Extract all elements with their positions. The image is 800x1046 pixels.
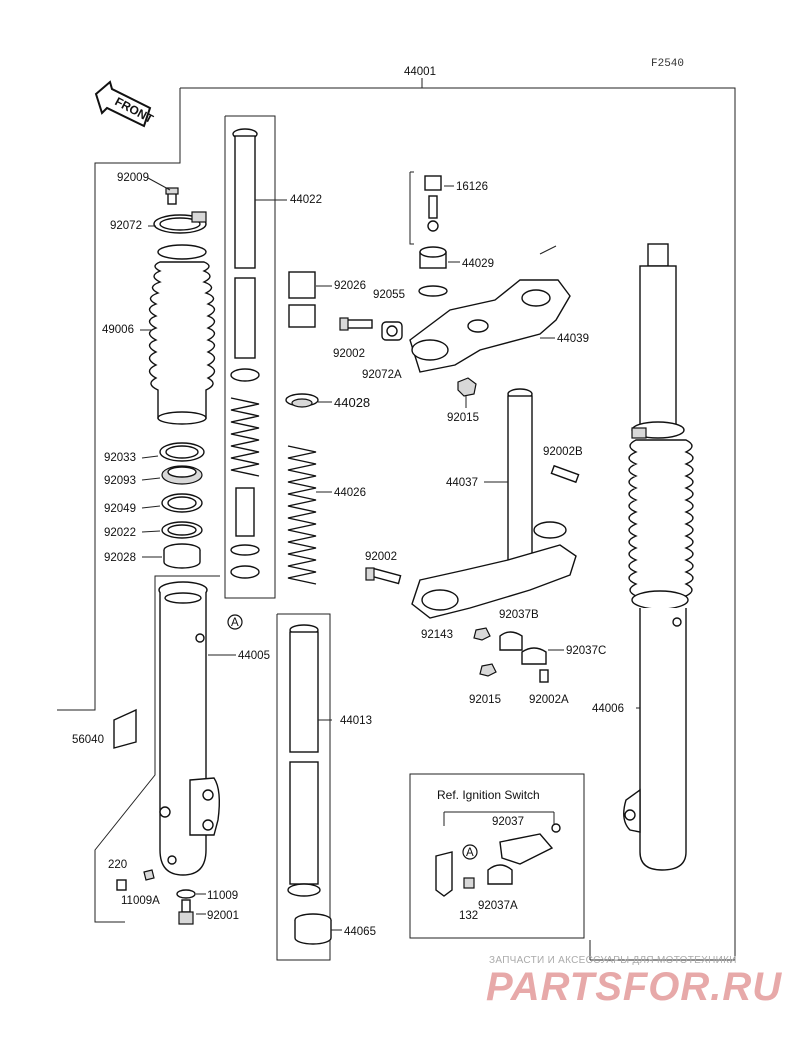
- nut-92015-bottom: [479, 663, 497, 677]
- clamp-92072a: [381, 321, 403, 341]
- bolt-92002-bottom: [365, 567, 402, 585]
- label-44065: 44065: [344, 926, 376, 938]
- label-92002b: 92002B: [543, 446, 583, 458]
- label-44037: 44037: [446, 477, 478, 489]
- label-92022: 92022: [104, 527, 136, 539]
- ref-ignition-box: [409, 773, 585, 939]
- fork-spring-left: [230, 368, 260, 579]
- label-92143: 92143: [421, 629, 453, 641]
- ref-box-title: Ref. Ignition Switch: [437, 788, 540, 802]
- bushing-92028: [163, 543, 201, 569]
- label-92002-bottom: 92002: [365, 551, 397, 563]
- nut-92143: [473, 627, 491, 641]
- bolt-92002b: [550, 464, 580, 484]
- oring-92055: [418, 285, 448, 297]
- spring-44026: [287, 445, 317, 585]
- label-92001: 92001: [207, 910, 239, 922]
- label-92033: 92033: [104, 452, 136, 464]
- label-16126: 16126: [456, 181, 488, 193]
- label-220: 220: [108, 859, 127, 871]
- label-44039: 44039: [557, 333, 589, 345]
- ring-92049: [161, 493, 203, 513]
- label-92093: 92093: [104, 475, 136, 487]
- washer-92022: [161, 521, 203, 539]
- label-92002a: 92002A: [529, 694, 569, 706]
- label-44005: 44005: [238, 650, 270, 662]
- ignition-bracket: [435, 823, 561, 897]
- clamp-92037c: [521, 647, 547, 665]
- label-44028: 44028: [334, 395, 370, 410]
- label-44026: 44026: [334, 487, 366, 499]
- label-56040: 56040: [72, 734, 104, 746]
- nut-92015-top: [457, 377, 477, 397]
- callout-a-left: A: [231, 617, 239, 629]
- label-92037: 92037: [492, 816, 524, 828]
- label-92037c: 92037C: [566, 645, 606, 657]
- clamp-92072: [153, 211, 207, 234]
- inner-tube-44013: [287, 624, 321, 897]
- label-92002-top: 92002: [333, 348, 365, 360]
- reflector-56040: [113, 708, 137, 749]
- seal-92093: [161, 465, 203, 485]
- label-92015-top: 92015: [447, 412, 479, 424]
- callout-a-ref: A: [466, 847, 474, 859]
- watermark-logo: PARTSFOR.RU: [486, 965, 782, 1009]
- label-92049: 92049: [104, 503, 136, 515]
- fork-boot-49006: [148, 244, 216, 425]
- nut-44029: [419, 246, 447, 269]
- watermark-subtitle: ЗАПЧАСТИ И АКСЕССУАРЫ ДЛЯ МОТОТЕХНИКИ: [489, 955, 737, 966]
- cap-16126: [424, 175, 442, 232]
- label-92037a: 92037A: [478, 900, 518, 912]
- seal-92033: [159, 442, 205, 462]
- figure-code: F2540: [651, 58, 684, 70]
- damper-rod-44022: [232, 128, 258, 359]
- label-49006: 49006: [102, 324, 134, 336]
- label-92072a: 92072A: [362, 369, 402, 381]
- bushing-44065: [294, 913, 332, 945]
- label-92055: 92055: [373, 289, 405, 301]
- bolt-92001: [178, 899, 194, 925]
- label-11009a: 11009A: [121, 895, 160, 907]
- bolt-92002a: [539, 669, 549, 683]
- label-44029: 44029: [462, 258, 494, 270]
- label-11009: 11009: [207, 890, 238, 902]
- front-arrow: FRONT: [94, 80, 156, 128]
- label-92037b: 92037B: [499, 609, 539, 621]
- label-44001: 44001: [404, 66, 436, 78]
- steering-stem-44037: [411, 388, 577, 619]
- label-92026: 92026: [334, 280, 366, 292]
- bolt-92002-top: [339, 317, 373, 331]
- outer-tube-44005: [158, 581, 221, 876]
- bolt-220: [116, 879, 127, 891]
- label-132: 132: [459, 910, 478, 922]
- cap-44028: [285, 393, 319, 408]
- bushing-92026: [288, 271, 316, 328]
- label-92028: 92028: [104, 552, 136, 564]
- bolt-92009: [165, 187, 179, 205]
- fork-assembly-44006: [623, 243, 694, 871]
- washer-11009: [176, 889, 196, 899]
- label-92072: 92072: [110, 220, 142, 232]
- assembly-bracket: [57, 78, 736, 961]
- clamp-92037b: [499, 631, 523, 651]
- upper-bracket-44039: [409, 245, 571, 373]
- label-44006: 44006: [592, 703, 624, 715]
- label-44022: 44022: [290, 194, 322, 206]
- label-44013: 44013: [340, 715, 372, 727]
- label-92009: 92009: [117, 172, 149, 184]
- label-92015-bottom: 92015: [469, 694, 501, 706]
- nut-11009a: [143, 869, 155, 881]
